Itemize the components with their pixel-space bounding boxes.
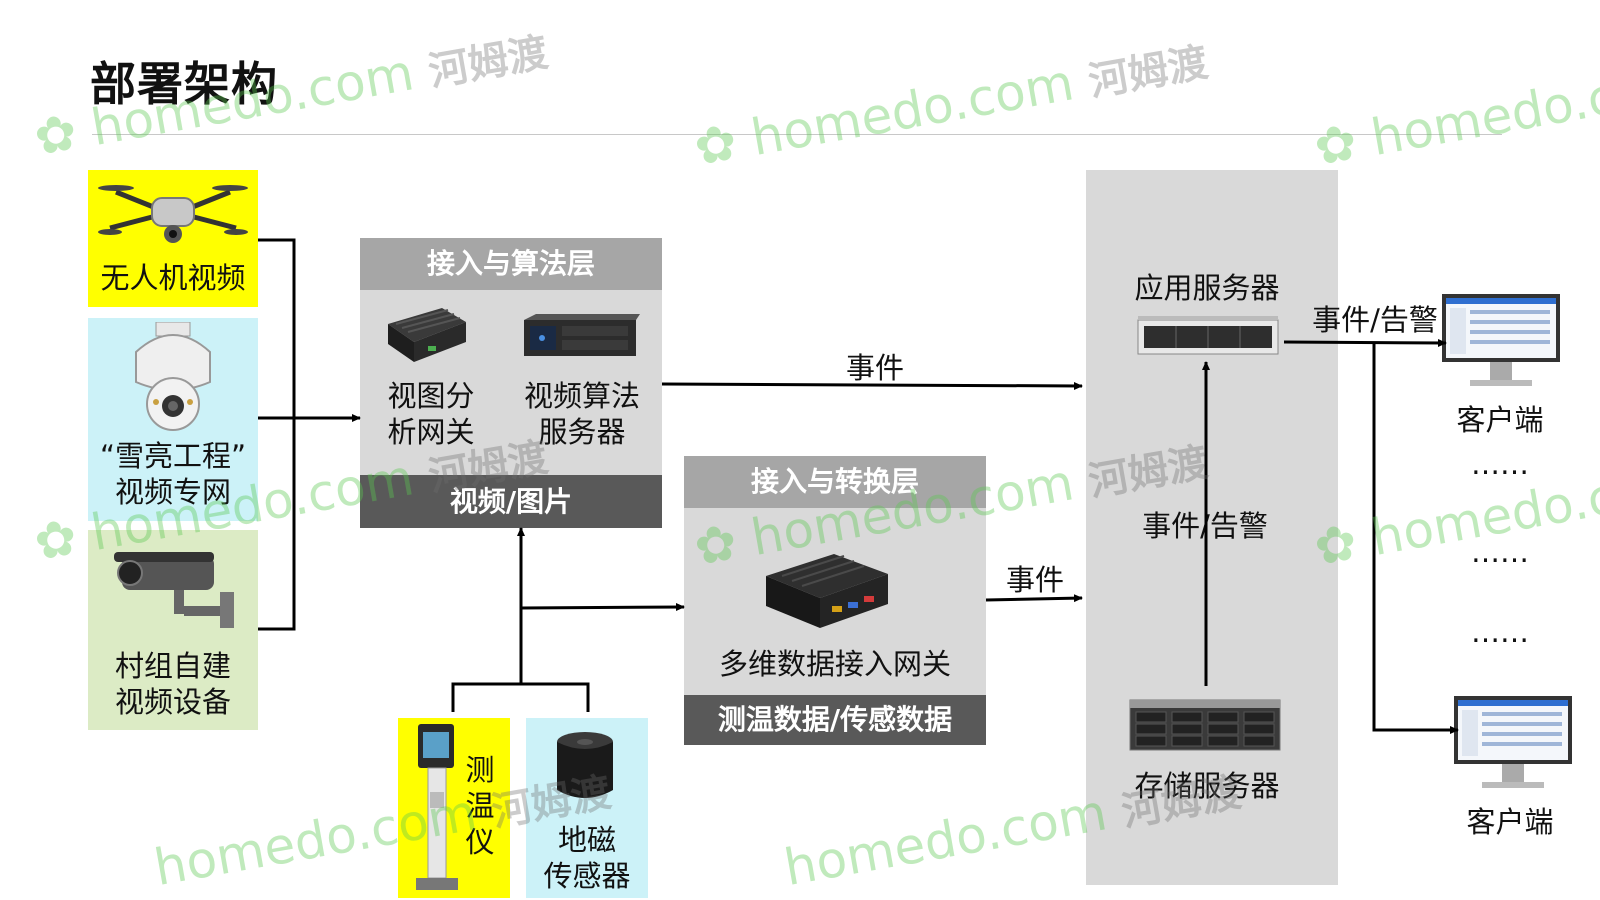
client-bottom-label: 客户端 <box>1466 805 1554 839</box>
edge-event-top-label: 事件 <box>845 351 904 385</box>
source-drone: 无人机视频 <box>88 170 258 307</box>
geomagnetic-label-1: 地磁 <box>557 823 616 857</box>
algo-server-label-2: 服务器 <box>538 415 626 449</box>
app-server-label: 应用服务器 <box>1134 271 1280 305</box>
source-xueliang-label-1: “雪亮工程” <box>99 439 247 473</box>
source-village-label-1: 村组自建 <box>114 649 231 683</box>
line-app-to-client-bottom <box>1372 343 1459 734</box>
analysis-gateway-label-2: 析网关 <box>387 415 475 449</box>
edge-event-bottom-label: 事件 <box>1005 563 1064 597</box>
client-monitor-icon-bottom <box>1454 696 1572 788</box>
thermometer-label-2: 温 <box>465 789 495 823</box>
ellipsis-1: …… <box>1471 447 1529 481</box>
thermometer-icon <box>416 724 458 890</box>
client-top-label: 客户端 <box>1456 403 1544 437</box>
geomagnetic-label-2: 传感器 <box>543 859 631 893</box>
app-server-icon <box>1137 316 1279 355</box>
line-sensors-to-convert <box>520 603 685 612</box>
storage-server-label: 存储服务器 <box>1134 769 1280 803</box>
multidim-gateway-icon <box>766 554 888 628</box>
edge-event-alarm-client-label: 事件/告警 <box>1312 303 1438 337</box>
server-column <box>1086 170 1338 885</box>
line-convert-to-server <box>985 594 1083 603</box>
source-village-label-2: 视频设备 <box>114 685 231 719</box>
drone-icon <box>98 185 248 243</box>
title-divider <box>92 134 1502 135</box>
source-xueliang: “雪亮工程” 视频专网 <box>88 318 258 521</box>
ellipsis-2: …… <box>1471 535 1529 569</box>
source-xueliang-label-2: 视频专网 <box>114 475 231 509</box>
thermometer-label-1: 测 <box>465 753 495 787</box>
analysis-gateway-label-1: 视图分 <box>387 379 475 413</box>
client-monitor-icon-top <box>1442 294 1560 386</box>
algo-server-icon <box>524 314 640 356</box>
source-drone-label: 无人机视频 <box>100 261 246 295</box>
multidim-gateway-label: 多维数据接入网关 <box>718 647 951 681</box>
source-village: 村组自建 视频设备 <box>88 530 258 730</box>
access-algo-layer-header: 接入与算法层 <box>360 238 662 290</box>
thermometer-label-3: 仪 <box>465 825 495 859</box>
analysis-gateway-icon <box>388 308 466 362</box>
page-title: 部署架构 <box>90 57 278 111</box>
access-convert-layer-footer: 测温数据/传感数据 <box>684 695 986 745</box>
line-algo-to-app <box>661 381 1083 390</box>
access-convert-layer-header: 接入与转换层 <box>684 456 986 508</box>
access-algo-layer-footer: 视频/图片 <box>360 475 662 528</box>
geomagnetic-sensor-icon <box>557 732 613 798</box>
bullet-camera-icon <box>114 552 234 628</box>
storage-server-icon <box>1129 699 1281 751</box>
algo-server-label-1: 视频算法 <box>523 379 640 413</box>
line-drone <box>258 238 296 631</box>
ellipsis-3: …… <box>1471 615 1529 649</box>
dome-camera-icon <box>135 322 211 431</box>
line-app-to-client-top <box>1283 338 1447 347</box>
line-sensors-bracket <box>451 682 590 712</box>
